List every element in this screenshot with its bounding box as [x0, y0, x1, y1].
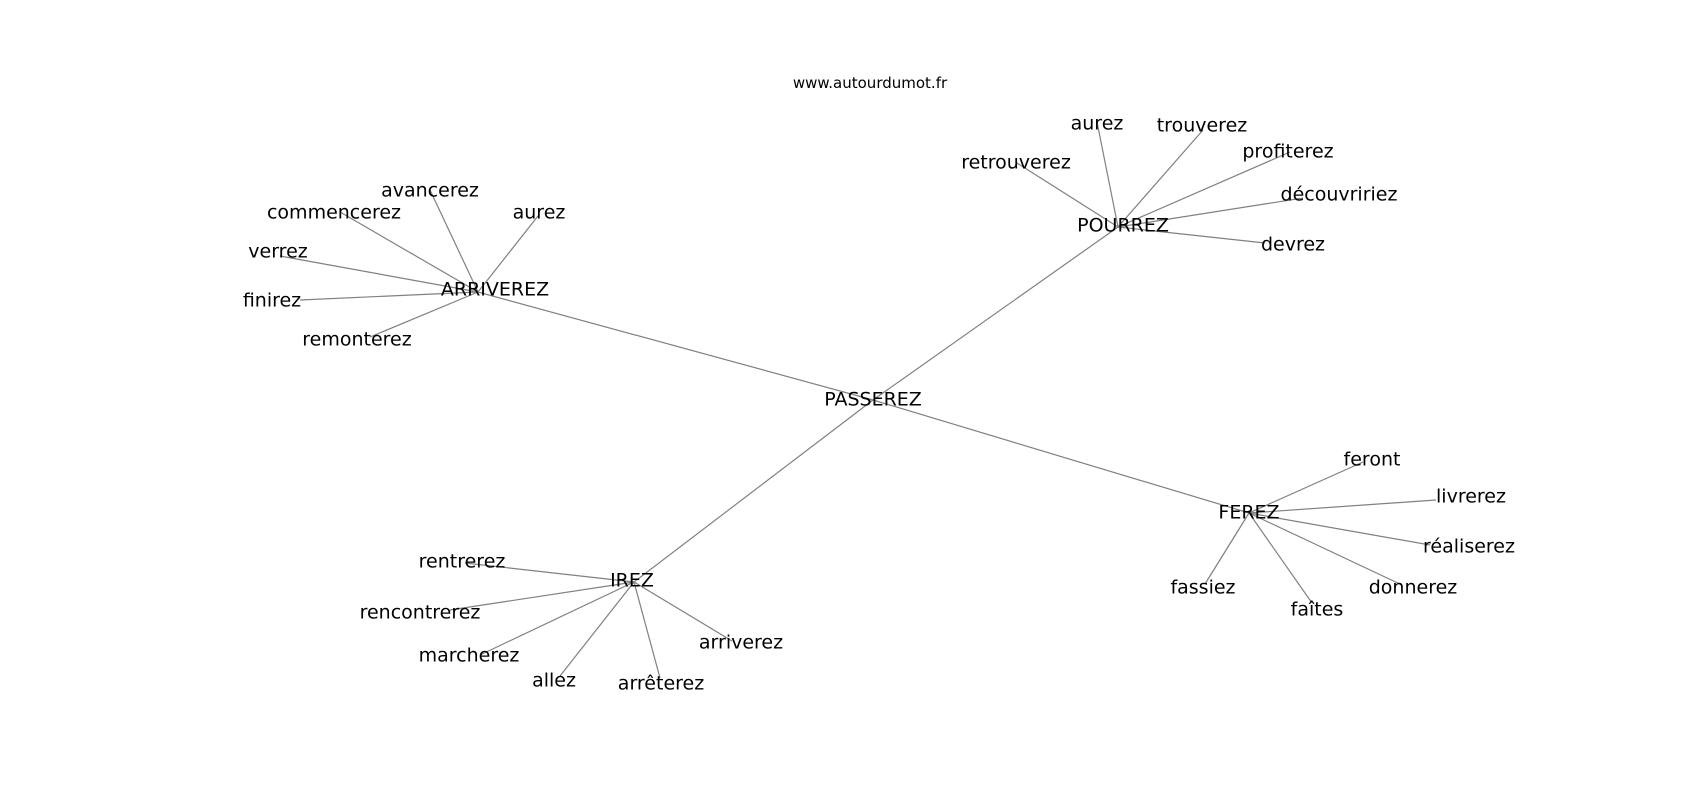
node-leaf-realiserez: réaliserez [1423, 536, 1515, 558]
node-leaf-remonterez: remonterez [302, 329, 411, 351]
node-leaf-rentrerez: rentrerez [419, 551, 506, 573]
edge-pourrez-devrez [1117, 226, 1266, 244]
edge-irez-marcherez [479, 581, 635, 656]
node-leaf-aurez: aurez [1071, 113, 1124, 135]
node-leaf-livrerez: livrerez [1436, 486, 1506, 508]
edge-center-arriverez [477, 291, 874, 401]
edge-irez-allez [559, 581, 635, 677]
edge-ferez-fassiez [1204, 512, 1250, 585]
edge-ferez-faites [1248, 512, 1313, 604]
node-leaf-decouvririez: découvririez [1281, 184, 1398, 206]
edge-ferez-realiserez [1248, 512, 1431, 546]
node-leaf-trouverez: trouverez [1157, 115, 1248, 137]
edge-center-pourrez [872, 226, 1119, 401]
edge-arriverez-avancerez [429, 189, 479, 293]
node-center-passerez: PASSEREZ [824, 389, 922, 411]
edge-pourrez-aurez [1096, 121, 1119, 228]
edge-pourrez-retrouverez [1016, 162, 1119, 228]
edge-arriverez-commencerez [339, 211, 479, 293]
edge-pourrez-decouvririez [1117, 197, 1304, 228]
edge-ferez-donnerez [1248, 512, 1403, 586]
node-leaf-rencontrerez: rencontrerez [360, 602, 481, 624]
node-leaf-avancerez: avancerez [381, 180, 479, 202]
edge-irez-rencontrerez [449, 581, 635, 611]
node-leaf-allez: allez [532, 670, 576, 692]
edge-center-irez [633, 399, 874, 583]
node-leaf-marcherez: marcherez [419, 645, 520, 667]
node-leaf-aurez: aurez [513, 202, 566, 224]
edge-pourrez-trouverez [1117, 129, 1204, 228]
node-leaf-finirez: finirez [243, 290, 301, 312]
edge-pourrez-profiterez [1117, 151, 1291, 228]
node-leaf-verrez: verrez [248, 241, 307, 263]
node-leaf-profiterez: profiterez [1242, 141, 1333, 163]
edge-irez-rentrerez [464, 562, 635, 583]
edge-arriverez-finirez [299, 291, 479, 301]
node-leaf-feront: feront [1344, 449, 1401, 471]
node-leaf-fassiez: fassiez [1170, 577, 1235, 599]
node-leaf-faites: faîtes [1291, 599, 1344, 621]
node-leaf-commencerez: commencerez [267, 202, 401, 224]
edge-arriverez-aurez [477, 215, 539, 293]
node-leaf-arreterez: arrêterez [618, 673, 704, 695]
edge-irez-arriverez [633, 581, 733, 642]
node-hub-irez: IREZ [610, 570, 654, 592]
edge-ferez-livrerez [1248, 499, 1437, 514]
node-hub-arriverez: ARRIVEREZ [441, 279, 549, 301]
edge-arriverez-verrez [279, 255, 479, 293]
node-leaf-donnerez: donnerez [1369, 577, 1458, 599]
edge-center-ferez [872, 399, 1250, 514]
edge-irez-arreterez [633, 581, 661, 679]
node-leaf-retrouverez: retrouverez [961, 152, 1071, 174]
site-credit: www.autourdumot.fr [793, 74, 948, 92]
edge-arriverez-remonterez [369, 291, 479, 338]
edge-ferez-feront [1248, 461, 1364, 514]
edges-layer [279, 121, 1437, 679]
node-leaf-arriverez: arriverez [699, 632, 783, 654]
node-hub-pourrez: POURREZ [1077, 215, 1169, 237]
node-hub-ferez: FEREZ [1218, 502, 1279, 524]
node-leaf-devrez: devrez [1261, 234, 1325, 256]
